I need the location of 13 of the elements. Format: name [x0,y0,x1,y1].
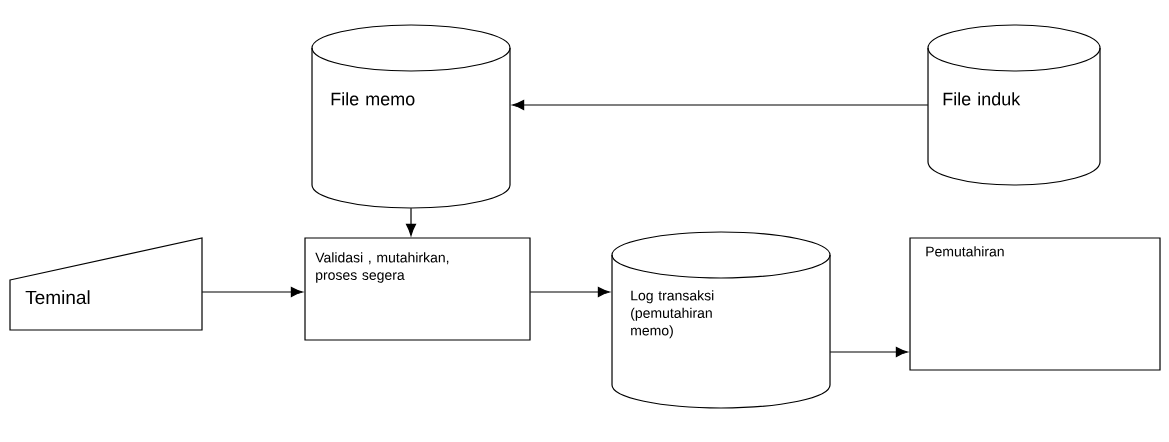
node-label: Log transaksi (pemutahiran memo) [631,290,714,339]
process-box: Pemutahiran [909,237,1161,371]
process-box: Validasi , mutahirkan, proses segera [304,237,531,341]
cylinder-storage: File induk [927,24,1101,186]
arrow [512,99,929,111]
node-label: File memo [331,92,415,106]
arrow [201,286,304,298]
arrow [405,207,417,237]
arrow [529,286,611,298]
cylinder-storage: Log transaksi (pemutahiran memo) [611,231,831,409]
node-label: File induk [943,92,1021,106]
cylinder-storage: File memo [311,24,511,209]
arrow [829,346,909,358]
